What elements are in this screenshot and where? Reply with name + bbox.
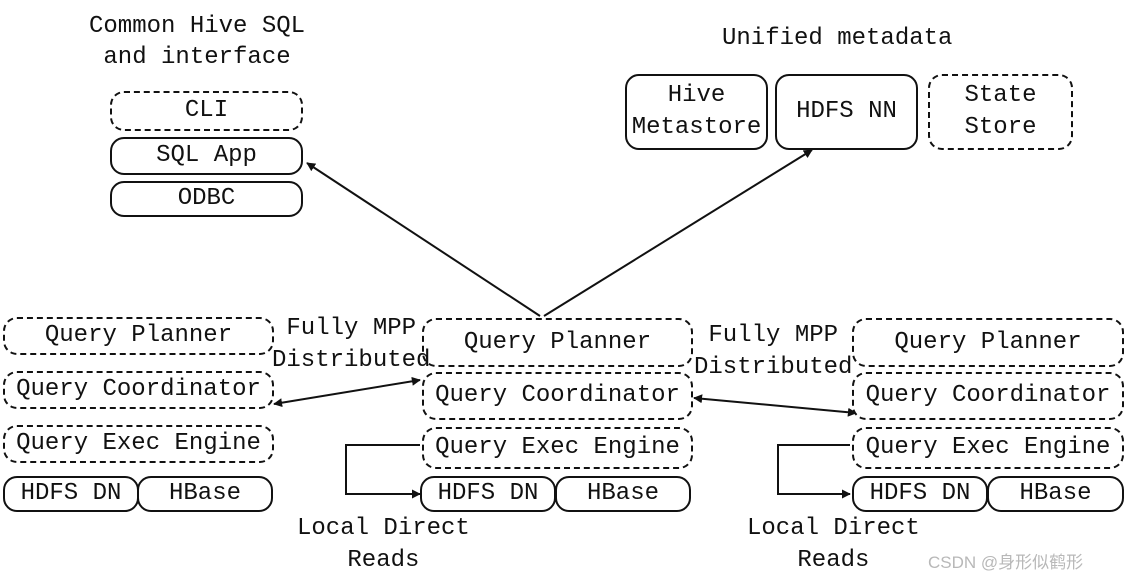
- left-query-planner: Query Planner: [3, 317, 274, 355]
- local-read-loop-right: [777, 444, 851, 499]
- clients-title: Common Hive SQL and interface: [89, 13, 306, 71]
- state-store-box: State Store: [928, 74, 1073, 150]
- center-query-exec-engine: Query Exec Engine: [422, 427, 693, 469]
- right-hdfs-dn: HDFS DN: [852, 476, 988, 512]
- right-query-planner: Query Planner: [852, 318, 1124, 367]
- mpp-label-left: Fully MPP Distributed: [272, 315, 431, 374]
- left-query-exec-engine: Query Exec Engine: [3, 425, 274, 463]
- watermark: CSDN @身形似鹤形: [928, 553, 1084, 572]
- hive-metastore-box: Hive Metastore: [625, 74, 768, 150]
- center-hdfs-dn: HDFS DN: [420, 476, 556, 512]
- right-hbase: HBase: [987, 476, 1124, 512]
- local-reads-label-center: Local Direct Reads: [297, 515, 470, 574]
- center-query-coordinator: Query Coordinator: [422, 372, 693, 420]
- metadata-title: Unified metadata: [722, 25, 953, 52]
- right-query-coordinator: Query Coordinator: [852, 372, 1124, 420]
- odbc-box: ODBC: [110, 181, 303, 217]
- local-reads-label-right: Local Direct Reads: [747, 515, 920, 574]
- center-query-planner: Query Planner: [422, 318, 693, 367]
- left-hbase: HBase: [137, 476, 273, 512]
- hdfs-nn-box: HDFS NN: [775, 74, 918, 150]
- sql-app-box: SQL App: [110, 137, 303, 175]
- local-read-loop-center: [345, 444, 421, 499]
- arrow-coordinator-right: [693, 394, 857, 417]
- arrow-coordinator-left: [273, 376, 421, 408]
- cli-box: CLI: [110, 91, 303, 131]
- arrow-to-hdfs-nn: [543, 149, 813, 317]
- left-hdfs-dn: HDFS DN: [3, 476, 139, 512]
- arrow-to-sql-app: [306, 162, 541, 317]
- center-hbase: HBase: [555, 476, 691, 512]
- mpp-label-right: Fully MPP Distributed: [694, 322, 853, 381]
- right-query-exec-engine: Query Exec Engine: [852, 427, 1124, 469]
- left-query-coordinator: Query Coordinator: [3, 371, 274, 409]
